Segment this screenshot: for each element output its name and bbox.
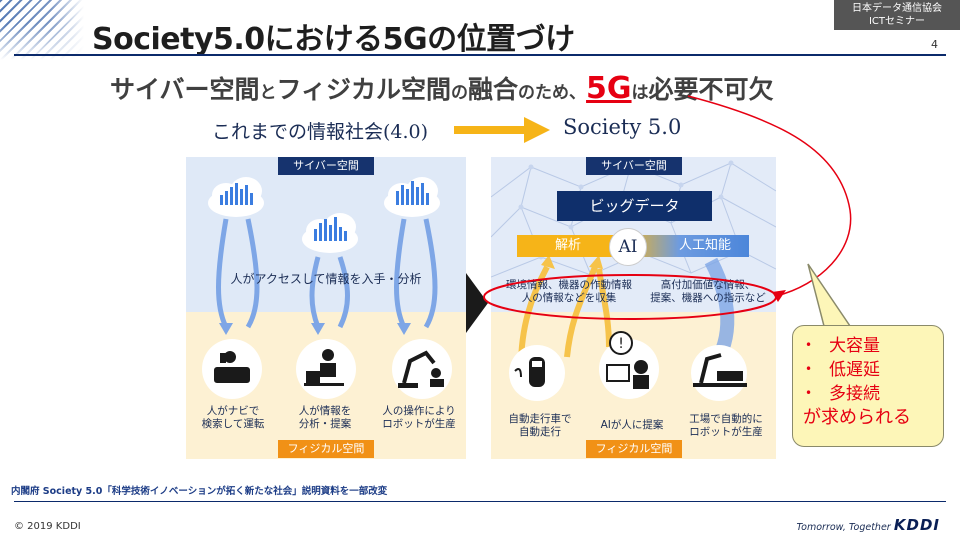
bullet-icon: • (805, 338, 813, 352)
caption-analysis: 人が情報を 分析・提案 (282, 405, 368, 431)
caption-line: 分析・提案 (298, 418, 352, 430)
kddi-logo: KDDI (893, 516, 940, 534)
requirement-connections: 多接続 (829, 384, 880, 404)
caption-line: AIが人に提案 (600, 419, 664, 431)
subtitle-for: のため、 (518, 83, 587, 103)
corner-decoration-fade (0, 0, 84, 60)
caption-line: 環境情報、機器の作動情報 (506, 279, 632, 291)
access-text: 人がアクセスして情報を入手・分析 (230, 272, 422, 286)
caption-line: 人の情報などを収集 (521, 292, 617, 304)
caption-line: 提案、機器への指示など (650, 292, 766, 304)
collect-text: 環境情報、機器の作動情報 人の情報などを収集 (497, 279, 641, 305)
cyber-space-tag: サイバー空間 (586, 157, 682, 175)
bullet-icon: • (805, 362, 813, 376)
organizer-box: 日本データ通信協会 ICTセミナー (834, 0, 960, 30)
caption-ai-suggest: AIが人に提案 (587, 419, 677, 432)
subtitle-physical: フィジカル空間 (276, 75, 452, 104)
caption-line: 人の操作により (382, 405, 456, 417)
transition-arrow-icon (454, 117, 550, 143)
panel-information-society: サイバー空間 フィジカル空間 (186, 157, 466, 459)
copyright: © 2019 KDDI (14, 521, 81, 532)
svg-text:!: ! (618, 336, 624, 352)
requirements-list: • 大容量 • 低遅延 • 多接続 (793, 326, 943, 406)
list-item: • 低遅延 (805, 358, 943, 382)
title-rule (14, 54, 946, 56)
caption-line: 検索して運転 (201, 418, 265, 430)
caption-line: 自動走行 (519, 426, 561, 438)
caption-robot: 人の操作により ロボットが生産 (374, 405, 464, 431)
caption-line: 人が情報を (298, 405, 352, 417)
factory-robot-icon (691, 345, 747, 401)
caption-navi: 人がナビで 検索して運転 (190, 405, 276, 431)
caption-line: ロボットが生産 (689, 426, 763, 438)
organizer-line-2: ICTセミナー (868, 16, 926, 27)
analyst-icon (296, 339, 356, 399)
bullet-icon: • (805, 386, 813, 400)
cloud-icon (302, 213, 358, 253)
ai-circle: AI (609, 228, 647, 266)
autonomous-car-icon (509, 345, 565, 401)
cloud-icon (384, 177, 440, 217)
organizer-line-1: 日本データ通信協会 (852, 3, 942, 14)
caption-line: 自動走行車で (508, 413, 572, 425)
robot-operator-icon (392, 339, 452, 399)
requirement-capacity: 大容量 (829, 336, 880, 356)
big-data-box: ビッグデータ (557, 191, 712, 221)
subtitle-essential: 必要不可欠 (648, 75, 774, 104)
label-society-5: Society 5.0 (563, 115, 682, 139)
slide-subtitle: サイバー空間とフィジカル空間の融合のため、5Gは必要不可欠 (110, 70, 870, 106)
page-number: 4 (931, 38, 938, 51)
subtitle-and: と (259, 83, 277, 103)
caption-line: ロボットが生産 (382, 418, 456, 430)
label-information-society: これまでの情報社会(4.0) (212, 121, 429, 143)
ai-suggestion-icon: ! (599, 331, 659, 399)
caption-line: 人がナビで (206, 405, 260, 417)
panel-society-5: ! サイバー空間 ビッグデータ 解析 人工知能 AI 環境情報、機器の作動情報 … (491, 157, 776, 459)
transition-triangle-icon (466, 273, 488, 333)
caption-autonomous: 自動走行車で 自動走行 (495, 413, 585, 439)
list-item: • 多接続 (805, 382, 943, 406)
analysis-label: 解析 (555, 238, 582, 253)
requirements-footer: が求められる (803, 407, 911, 428)
source-citation: 内閣府 Society 5.0「科学技術イノベーションが拓く新たな社会」説明資料… (11, 486, 388, 497)
caption-factory: 工場で自動的に ロボットが生産 (679, 413, 773, 439)
driver-icon (202, 339, 262, 399)
left-panel-graphic (202, 177, 452, 399)
subtitle-ha: は (631, 83, 649, 103)
cyber-space-tag: サイバー空間 (278, 157, 374, 175)
brand-tagline: Tomorrow, Together (796, 522, 891, 533)
footer-rule (14, 501, 946, 502)
subtitle-5g-highlight: 5G (586, 71, 632, 106)
physical-space-tag: フィジカル空間 (278, 440, 374, 458)
subtitle-fusion: 融合 (468, 75, 519, 104)
subtitle-no: の (451, 83, 469, 103)
brand-mark: Tomorrow, Together KDDI (797, 516, 940, 534)
slide-title: Society5.0における5Gの位置づけ (92, 22, 575, 57)
access-loop-arrows (216, 218, 438, 329)
requirements-callout: • 大容量 • 低遅延 • 多接続 が求められる (792, 325, 944, 447)
caption-line: 工場で自動的に (689, 413, 763, 425)
ai-label: 人工知能 (678, 238, 731, 253)
list-item: • 大容量 (805, 334, 943, 358)
requirement-latency: 低遅延 (829, 360, 880, 380)
subtitle-cyber: サイバー空間 (110, 75, 260, 104)
caption-line: 高付加価値な情報、 (660, 279, 756, 291)
physical-space-tag: フィジカル空間 (586, 440, 682, 458)
cloud-icon (208, 177, 264, 217)
value-text: 高付加価値な情報、 提案、機器への指示など (641, 279, 775, 305)
